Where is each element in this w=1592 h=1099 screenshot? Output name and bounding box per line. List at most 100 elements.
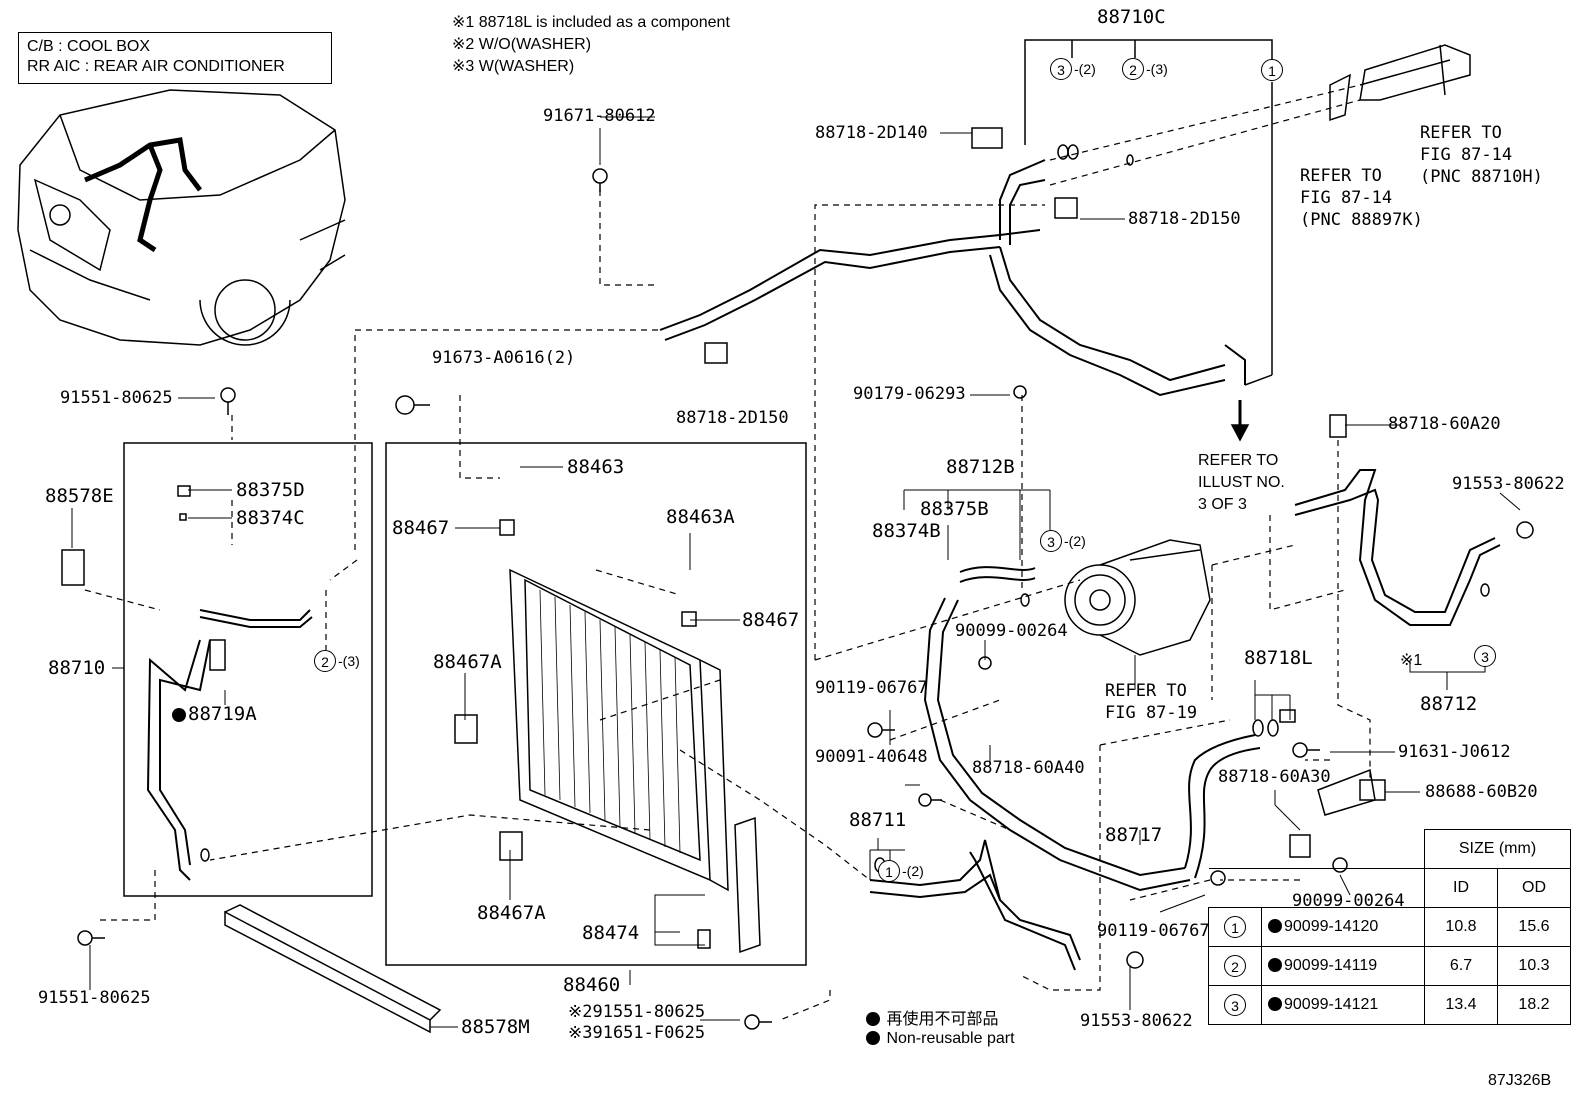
part-label-90099-00264-upper[interactable]: 90099-00264 bbox=[955, 621, 1068, 641]
abbreviation-legend: C/B : COOL BOX RR AIC : REAR AIR CONDITI… bbox=[18, 32, 332, 84]
part-label-88712[interactable]: 88712 bbox=[1420, 693, 1478, 715]
refer-line: (PNC 88710H) bbox=[1420, 167, 1543, 187]
o-ring-callout-2[interactable]: 2 bbox=[1122, 58, 1144, 80]
part-label-88718-2D150-upper[interactable]: 88718-2D150 bbox=[1128, 209, 1241, 229]
part-label-88717[interactable]: 88717 bbox=[1105, 824, 1163, 846]
part-label-88718L[interactable]: 88718L bbox=[1244, 647, 1313, 669]
part-label-88719A[interactable]: 88719A bbox=[172, 705, 257, 724]
o-ring-callout-3[interactable]: 3 bbox=[1040, 530, 1062, 552]
non-reusable-dot-icon bbox=[866, 1031, 880, 1045]
part-label-88711[interactable]: 88711 bbox=[849, 809, 907, 831]
inner-diameter: 10.8 bbox=[1424, 907, 1498, 947]
refer-illust-3-of-3[interactable]: REFER TO ILLUST NO. 3 OF 3 bbox=[1198, 450, 1285, 516]
part-label-88718-2D140[interactable]: 88718-2D140 bbox=[815, 123, 928, 143]
part-label-88460[interactable]: 88460 bbox=[563, 974, 621, 996]
part-label-91631-J0612[interactable]: 91631-J0612 bbox=[1398, 742, 1511, 762]
part-label-88578M[interactable]: 88578M bbox=[461, 1016, 530, 1038]
o-ring-callout-3[interactable]: 3 bbox=[1050, 58, 1072, 80]
part-label-88719A-text: 88719A bbox=[188, 703, 257, 725]
part-label-91671-80612[interactable]: 91671-80612 bbox=[543, 106, 656, 126]
part-label-88463A[interactable]: 88463A bbox=[666, 506, 735, 528]
inner-diameter: 13.4 bbox=[1424, 985, 1498, 1025]
part-label-88375D[interactable]: 88375D bbox=[236, 479, 305, 501]
refer-fig-87-19[interactable]: REFER TO FIG 87-19 bbox=[1105, 680, 1197, 724]
part-label-88718-2D150-lower[interactable]: 88718-2D150 bbox=[676, 408, 789, 428]
refer-line: REFER TO bbox=[1198, 452, 1279, 469]
table-corner-empty bbox=[1208, 868, 1425, 908]
non-reusable-dot-icon bbox=[172, 708, 186, 722]
part-label-88688-60B20[interactable]: 88688-60B20 bbox=[1425, 782, 1538, 802]
refer-line: 3 OF 3 bbox=[1198, 496, 1247, 513]
part-label-88718-60A20[interactable]: 88718-60A20 bbox=[1388, 414, 1501, 434]
part-label-91673-A0616[interactable]: 91673-A0616(2) bbox=[432, 348, 576, 368]
callout-suffix-w-o-washer: -(2) bbox=[902, 863, 924, 879]
refer-line: FIG 87-14 bbox=[1300, 188, 1393, 208]
o-ring-callout-1[interactable]: 1 bbox=[1261, 59, 1283, 81]
refer-line: REFER TO bbox=[1420, 123, 1502, 143]
refer-fig-87-14-88710H[interactable]: REFER TO FIG 87-14 (PNC 88710H) bbox=[1420, 122, 1543, 188]
non-reusable-dot-icon bbox=[866, 1012, 880, 1026]
outer-diameter: 18.2 bbox=[1497, 985, 1571, 1025]
part-label-91551-80625-lower[interactable]: 91551-80625 bbox=[38, 988, 151, 1008]
part-label-88463[interactable]: 88463 bbox=[567, 456, 625, 478]
part-label-91551-80625-upper[interactable]: 91551-80625 bbox=[60, 388, 173, 408]
compressor bbox=[1064, 539, 1211, 656]
fasteners bbox=[77, 127, 1534, 1030]
o-ring-part-number[interactable]: 90099-14121 bbox=[1284, 996, 1379, 1013]
callout-suffix-w-o-washer: -(2) bbox=[1074, 61, 1096, 77]
callout-note-1: ※1 bbox=[1400, 652, 1423, 669]
part-label-88467A-upper[interactable]: 88467A bbox=[433, 651, 502, 673]
part-label-88374C[interactable]: 88374C bbox=[236, 507, 305, 529]
part-label-bolt-w-washer[interactable]: ※391651-F0625 bbox=[568, 1023, 706, 1043]
part-label-88474[interactable]: 88474 bbox=[582, 922, 640, 944]
non-reusable-legend-en: Non-reusable part bbox=[866, 1030, 1015, 1048]
o-ring-callout-1[interactable]: 1 bbox=[878, 860, 900, 882]
part-label-88578E[interactable]: 88578E bbox=[45, 485, 114, 507]
o-ring-size-table: SIZE (mm) ID OD 1 90099-14120 10.8 15.6 … bbox=[1208, 829, 1571, 1025]
part-label-88710C[interactable]: 88710C bbox=[1097, 6, 1166, 28]
refrigerant-pipes bbox=[146, 159, 1501, 971]
part-label-88718-60A30[interactable]: 88718-60A30 bbox=[1218, 767, 1331, 787]
non-reusable-dot-icon bbox=[1268, 958, 1282, 972]
legend-text: Non-reusable part bbox=[886, 1030, 1015, 1047]
part-label-88718-60A40[interactable]: 88718-60A40 bbox=[972, 758, 1085, 778]
legend-text: 再使用不可部品 bbox=[886, 1011, 999, 1028]
o-ring-callout-3: 3 bbox=[1224, 994, 1246, 1016]
left-parts-frame bbox=[123, 442, 373, 897]
note-list: ※1 88718L is included as a component ※2 … bbox=[452, 12, 730, 78]
note-1: ※1 88718L is included as a component bbox=[452, 14, 730, 31]
part-label-88374B[interactable]: 88374B bbox=[872, 520, 941, 542]
note-2: ※2 W/O(WASHER) bbox=[452, 36, 592, 53]
part-label-88467A-lower[interactable]: 88467A bbox=[477, 902, 546, 924]
part-label-91553-80622-upper[interactable]: 91553-80622 bbox=[1452, 474, 1565, 494]
part-label-90179-06293[interactable]: 90179-06293 bbox=[853, 384, 966, 404]
part-label-90119-06767-right[interactable]: 90119-06767 bbox=[1097, 921, 1210, 941]
o-ring-part-number[interactable]: 90099-14119 bbox=[1284, 957, 1378, 974]
part-label-bolt-w-o-washer[interactable]: ※291551-80625 bbox=[568, 1002, 706, 1022]
o-ring-callout-2[interactable]: 2 bbox=[314, 650, 336, 672]
part-label-90091-40648[interactable]: 90091-40648 bbox=[815, 747, 928, 767]
part-label-88710[interactable]: 88710 bbox=[48, 657, 106, 679]
o-ring-part-number[interactable]: 90099-14120 bbox=[1284, 918, 1379, 935]
part-label-88467-upper[interactable]: 88467 bbox=[392, 517, 450, 539]
non-reusable-legend-jp: 再使用不可部品 bbox=[866, 1005, 998, 1029]
condenser bbox=[509, 568, 729, 892]
outer-diameter: 15.6 bbox=[1497, 907, 1571, 947]
part-label-88375B[interactable]: 88375B bbox=[920, 498, 989, 520]
col-header-id: ID bbox=[1424, 868, 1498, 908]
o-ring-callout-3[interactable]: 3 bbox=[1474, 645, 1496, 667]
o-ring-callout-2: 2 bbox=[1224, 955, 1246, 977]
part-label-88712B[interactable]: 88712B bbox=[946, 456, 1015, 478]
callout-suffix-w-washer: -(3) bbox=[1146, 61, 1168, 77]
vehicle-piping-highlight bbox=[84, 137, 202, 253]
table-row: 1 90099-14120 10.8 15.6 bbox=[1208, 907, 1571, 947]
refer-fig-87-14-88897K[interactable]: REFER TO FIG 87-14 (PNC 88897K) bbox=[1300, 165, 1423, 231]
non-reusable-dot-icon bbox=[1268, 919, 1282, 933]
note-3: ※3 W(WASHER) bbox=[452, 58, 575, 75]
part-label-91553-80622-lower[interactable]: 91553-80622 bbox=[1080, 1011, 1193, 1031]
refer-line: FIG 87-19 bbox=[1105, 703, 1198, 723]
part-label-88467-right[interactable]: 88467 bbox=[742, 609, 800, 631]
refer-line: ILLUST NO. bbox=[1198, 474, 1285, 491]
part-label-90119-06767-left[interactable]: 90119-06767 bbox=[815, 678, 928, 698]
